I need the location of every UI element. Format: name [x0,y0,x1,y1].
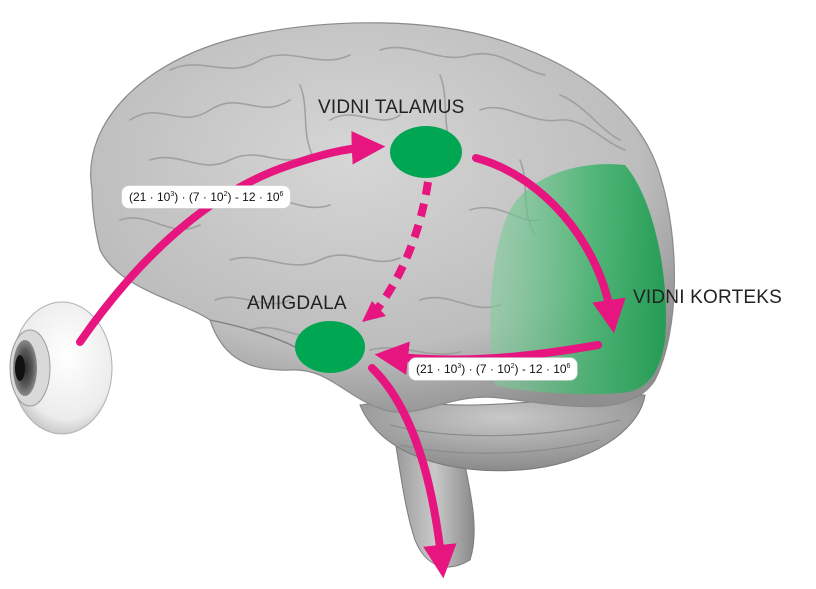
thalamus-node [390,126,462,178]
thalamus-label: VIDNI TALAMUS [318,97,465,119]
amygdala-label: AMIGDALA [247,293,347,315]
formula-box-lower: (21 · 103) · (7 · 102) - 12 · 106 [409,358,577,380]
formula-box-upper: (21 · 103) · (7 · 102) - 12 · 106 [122,186,290,208]
amygdala-node [295,321,365,373]
cortex-label: VIDNI KORTEKS [633,287,782,309]
